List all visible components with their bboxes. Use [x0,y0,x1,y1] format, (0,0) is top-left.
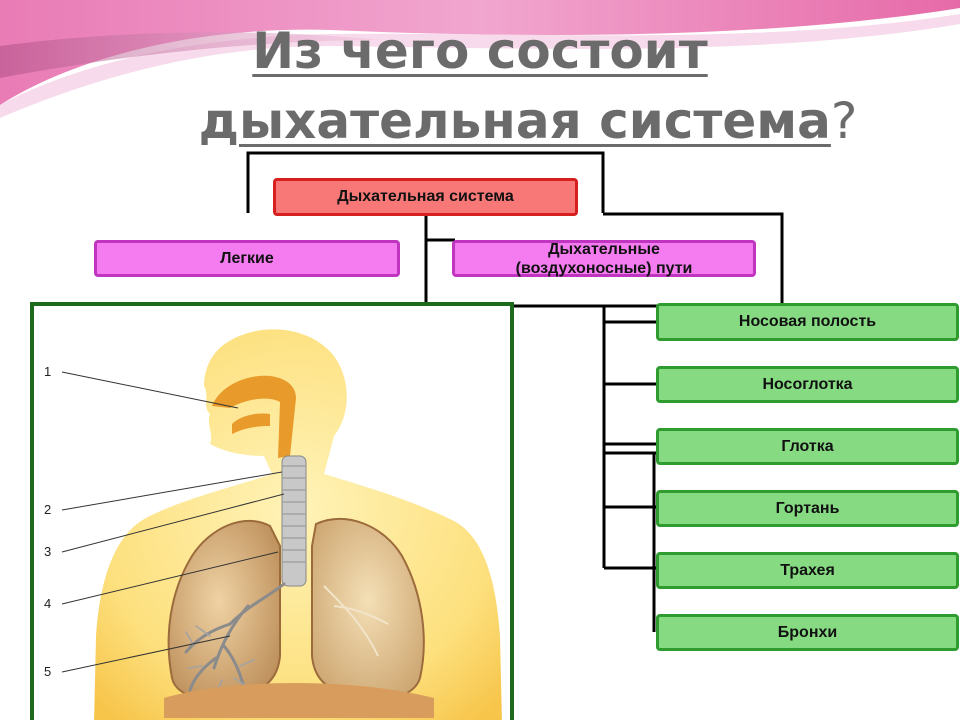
node-trachea: Трахея [656,552,959,589]
node-lungs: Легкие [94,240,400,277]
node-larynx-label: Гортань [775,499,840,517]
node-pharynx-label: Глотка [781,437,834,455]
node-bronchi: Бронхи [656,614,959,651]
node-trachea-label: Трахея [780,561,835,579]
callout-number-2: 2 [44,502,52,517]
title-line2-text: дыхательная система [198,92,831,150]
node-pharynx: Глотка [656,428,959,465]
node-airways-label: Дыхательные (воздухоносные) пути [515,240,693,277]
callout-number-5: 5 [44,664,52,679]
node-bronchi-label: Бронхи [777,623,838,641]
title-question-mark: ? [830,92,858,150]
respiratory-anatomy-illustration: 1 2 3 4 5 [30,302,514,720]
slide-title-line2: дыхательная система? [48,92,960,150]
root-node-respiratory-system: Дыхательная система [273,178,578,216]
node-lungs-label: Легкие [220,249,274,267]
node-larynx: Гортань [656,490,959,527]
title-line1-text: Из чего состоит [252,22,708,80]
node-nasal-cavity: Носовая полость [656,303,959,341]
header-swoosh-decoration [0,0,960,118]
callout-number-1: 1 [44,364,52,379]
node-nasopharynx-label: Носоглотка [762,375,853,393]
node-nasopharynx: Носоглотка [656,366,959,403]
node-nasal-cavity-label: Носовая полость [738,313,877,330]
anatomy-drawing [61,329,502,720]
root-node-label: Дыхательная система [337,188,514,205]
callout-number-3: 3 [44,544,52,559]
node-airways: Дыхательные (воздухоносные) пути [452,240,756,277]
callout-number-4: 4 [44,596,52,611]
slide-title-line1: Из чего состоит [0,22,960,80]
